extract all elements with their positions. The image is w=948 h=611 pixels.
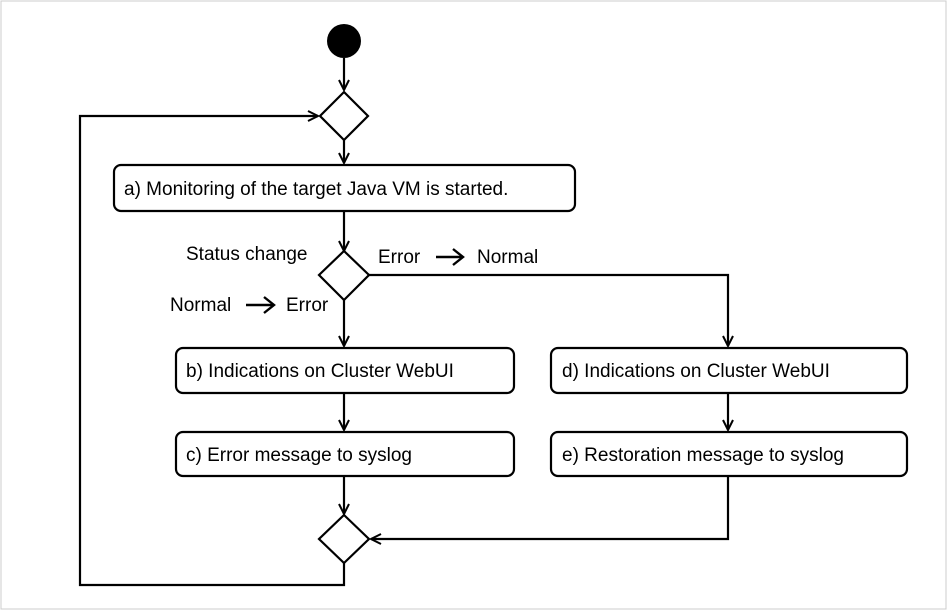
- action-label-d: d) Indications on Cluster WebUI: [562, 361, 830, 382]
- action-label-b: b) Indications on Cluster WebUI: [186, 361, 454, 382]
- action-box-c: [174, 430, 516, 478]
- action-box-e: [549, 430, 909, 478]
- edge-e-to-merge: [371, 476, 730, 539]
- edge-decision-to-d: [369, 273, 728, 346]
- status-change-label: Status change: [186, 244, 307, 265]
- action-label-a: a) Monitoring of the target Java VM is s…: [124, 179, 508, 200]
- action-box-b: [174, 346, 516, 395]
- decision-node-status: [317, 249, 371, 302]
- guard-right-from: Error: [378, 247, 421, 268]
- guard-down-from: Normal: [170, 295, 231, 316]
- action-label-e: e) Restoration message to syslog: [562, 445, 844, 466]
- merge-node-top: [318, 90, 370, 142]
- guard-right-arrow-icon: [436, 248, 465, 266]
- action-label-c: c) Error message to syslog: [186, 445, 412, 466]
- guard-down-to: Error: [286, 295, 329, 316]
- action-box-a: [112, 163, 577, 213]
- merge-node-bottom: [317, 513, 371, 565]
- guard-right-to: Normal: [477, 247, 538, 268]
- guard-down-arrow-icon: [246, 296, 276, 314]
- edge-loop-back: [78, 116, 346, 587]
- action-box-d: [549, 346, 909, 395]
- initial-node: [327, 24, 361, 58]
